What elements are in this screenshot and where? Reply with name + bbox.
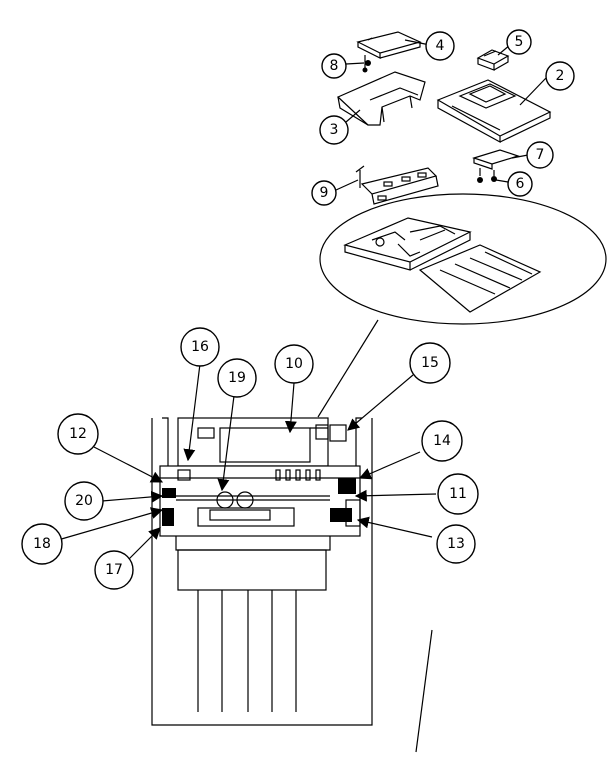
callout-5: 5 [506, 29, 532, 55]
callout-10-label: 10 [285, 356, 303, 372]
callout-14-label: 14 [433, 433, 451, 449]
callout-17-label: 17 [105, 562, 123, 578]
callout-5-label: 5 [515, 34, 524, 50]
callout-18-label: 18 [33, 536, 51, 552]
callout-2: 2 [545, 61, 575, 91]
callout-3-label: 3 [330, 122, 339, 138]
callout-11-label: 11 [449, 486, 467, 502]
part-2-tray [436, 79, 552, 144]
callout-6-label: 6 [516, 176, 525, 192]
callout-17: 17 [94, 550, 134, 590]
callout-11: 11 [437, 473, 479, 515]
callout-12: 12 [57, 413, 99, 455]
callout-13-label: 13 [447, 536, 465, 552]
part-8-screw [365, 60, 371, 66]
callout-7: 7 [526, 141, 554, 169]
callout-6: 6 [507, 171, 533, 197]
part-5-bracket [476, 49, 510, 71]
callout-8-label: 8 [330, 58, 339, 74]
callout-4-label: 4 [436, 38, 445, 54]
callout-19: 19 [217, 358, 257, 398]
part-4-cover [356, 31, 422, 73]
callout-18: 18 [21, 523, 63, 565]
detail-leader-line [317, 319, 379, 418]
callout-12-label: 12 [69, 426, 87, 442]
callout-2-label: 2 [556, 68, 565, 84]
callout-9-label: 9 [320, 185, 329, 201]
part-7-rail [472, 149, 520, 176]
callout-13: 13 [436, 524, 476, 564]
callout-14: 14 [421, 420, 463, 462]
callout-15-label: 15 [421, 355, 439, 371]
part-9-guide [355, 165, 439, 205]
callout-4: 4 [425, 31, 455, 61]
leader-lines [57, 39, 547, 753]
callout-20: 20 [64, 481, 104, 521]
callout-8: 8 [321, 53, 347, 79]
callout-16-label: 16 [191, 339, 209, 355]
callout-9: 9 [311, 180, 337, 206]
callout-7-label: 7 [536, 147, 545, 163]
callout-20-label: 20 [75, 493, 93, 509]
detail-oval [319, 193, 607, 325]
part-6-screws [477, 176, 497, 183]
callout-19-label: 19 [228, 370, 246, 386]
callout-16: 16 [180, 327, 220, 367]
part-3-housing [336, 71, 426, 126]
callout-10: 10 [274, 344, 314, 384]
callout-15: 15 [409, 342, 451, 384]
printer-body [151, 417, 373, 726]
callout-3: 3 [319, 115, 349, 145]
